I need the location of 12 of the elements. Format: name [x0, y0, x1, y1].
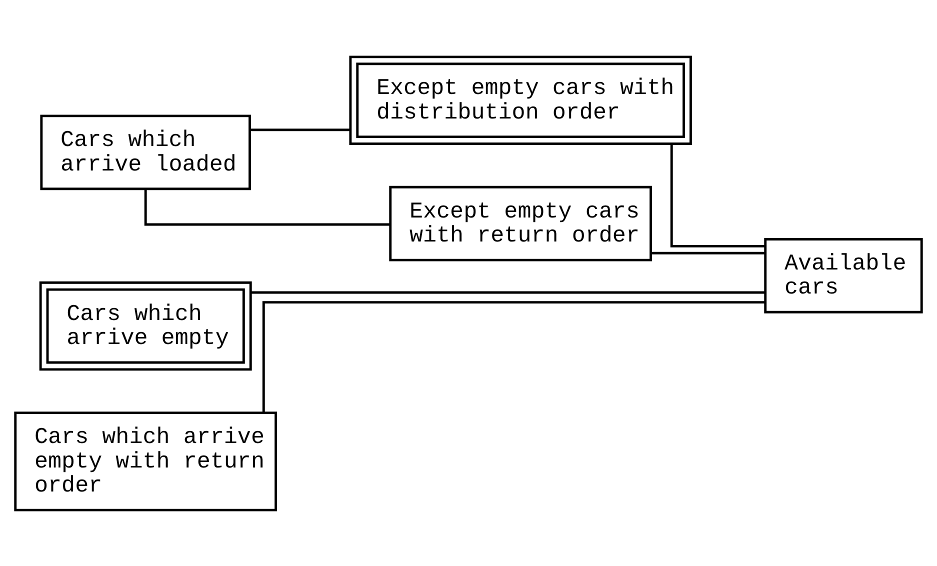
connector [250, 290, 766, 294]
node-box: Cars which arrive empty [39, 280, 252, 370]
node-box: Except empty cars with return order [389, 185, 652, 261]
node-box: Except empty cars with distribution order [349, 55, 692, 144]
connector [670, 144, 766, 247]
connector [651, 251, 766, 254]
node-box: Available cars [764, 238, 923, 313]
connector [262, 300, 766, 412]
node-box: Cars which arrive loaded [40, 114, 251, 190]
connector [250, 128, 350, 131]
node-box: Cars which arrive empty with return order [14, 411, 277, 511]
connector [144, 188, 390, 226]
